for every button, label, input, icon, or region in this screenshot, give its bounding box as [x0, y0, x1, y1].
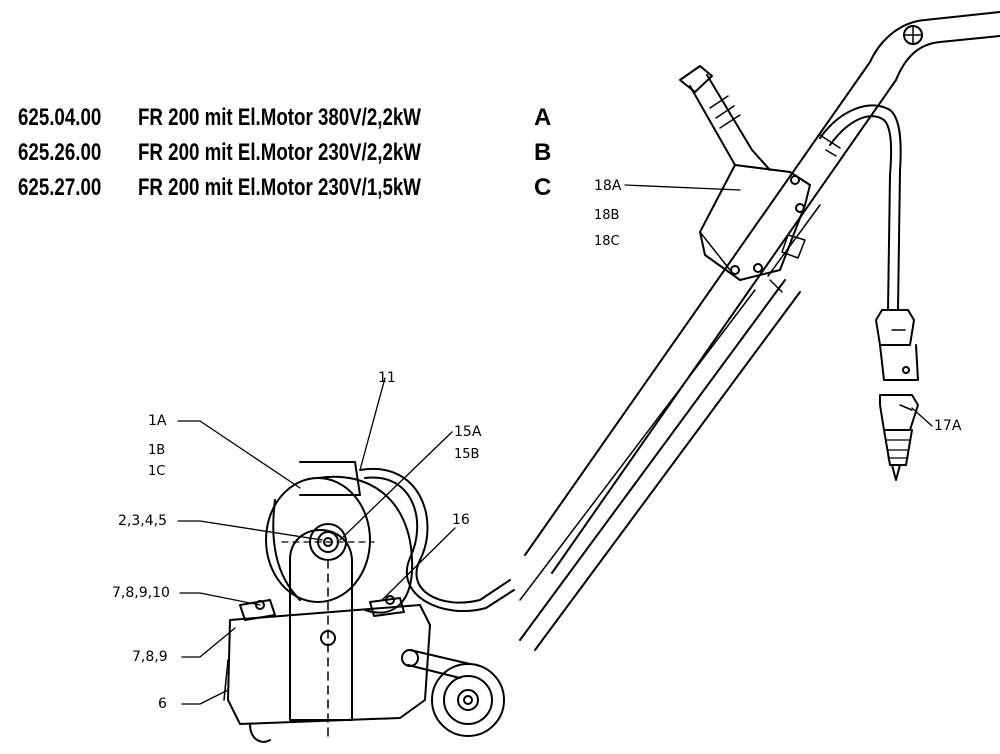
article-number: 625.26.00	[18, 139, 102, 166]
variant-letter: A	[534, 104, 552, 131]
part-label-18c: 18C	[594, 234, 620, 249]
part-label-18b: 18B	[594, 208, 620, 223]
part-label-16: 16	[452, 512, 470, 528]
variant-letter: B	[534, 139, 552, 166]
handle-bar	[524, 61, 897, 574]
part-label-15b: 15B	[454, 447, 480, 462]
handle-grip	[869, 11, 1000, 81]
part-label-789: 7,8,9	[132, 649, 168, 665]
plug-connector	[875, 309, 919, 381]
power-cable	[819, 104, 902, 311]
lever-grip	[679, 65, 753, 166]
motor-hose	[359, 467, 515, 613]
part-label-2345: 2,3,4,5	[118, 513, 167, 529]
switch-box	[699, 149, 811, 293]
socket-connector	[879, 394, 919, 481]
part-label-15a: 15A	[454, 424, 482, 440]
article-number: 625.04.00	[18, 104, 102, 131]
motor-housing	[265, 461, 414, 614]
part-label-6: 6	[158, 696, 167, 712]
base-frame	[223, 595, 431, 743]
part-label-18a: 18A	[594, 178, 622, 194]
rear-wheel	[401, 649, 505, 737]
model-description: FR 200 mit El.Motor 230V/2,2kW	[138, 139, 421, 166]
article-number: 625.27.00	[18, 174, 102, 201]
part-label-11: 11	[378, 370, 396, 386]
linkage-rod	[519, 204, 821, 651]
model-description: FR 200 mit El.Motor 230V/1,5kW	[138, 174, 421, 201]
variant-letter: C	[534, 174, 552, 201]
leader-lines	[177, 184, 933, 705]
model-description: FR 200 mit El.Motor 380V/2,2kW	[138, 104, 421, 131]
part-label-1c: 1C	[148, 464, 166, 479]
part-label-17a: 17A	[934, 418, 962, 434]
part-label-1b: 1B	[148, 443, 166, 458]
cutter-drum	[281, 523, 375, 741]
part-label-1a: 1A	[148, 413, 167, 429]
part-label-78910: 7,8,9,10	[112, 585, 170, 601]
